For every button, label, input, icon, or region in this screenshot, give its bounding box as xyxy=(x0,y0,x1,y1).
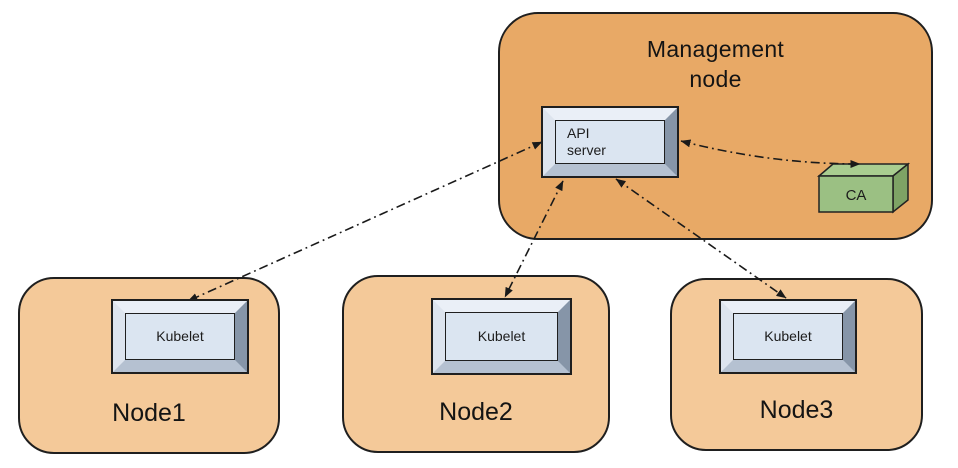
management-node-title-line2: node xyxy=(689,66,742,92)
kubelet-label-node3: Kubelet xyxy=(764,328,812,344)
api-server-box: API server xyxy=(541,106,679,178)
kubelet-box-node2: Kubelet xyxy=(431,298,572,375)
kubelet-label-node1: Kubelet xyxy=(156,328,204,344)
node3-label: Node3 xyxy=(759,396,834,424)
management-node-title-line1: Management xyxy=(646,36,785,62)
kubelet-box-node3: Kubelet xyxy=(719,299,857,374)
node1-label: Node1 xyxy=(112,399,186,427)
api-server-label-line2: server xyxy=(567,142,606,158)
kubelet-box-node1: Kubelet xyxy=(111,299,249,374)
management-node-title: Management node xyxy=(500,34,931,94)
api-server-label-line1: API xyxy=(567,125,590,141)
api-server-label: API server xyxy=(555,120,665,164)
kubelet-label-node2: Kubelet xyxy=(477,328,526,344)
node2-label: Node2 xyxy=(439,398,513,426)
